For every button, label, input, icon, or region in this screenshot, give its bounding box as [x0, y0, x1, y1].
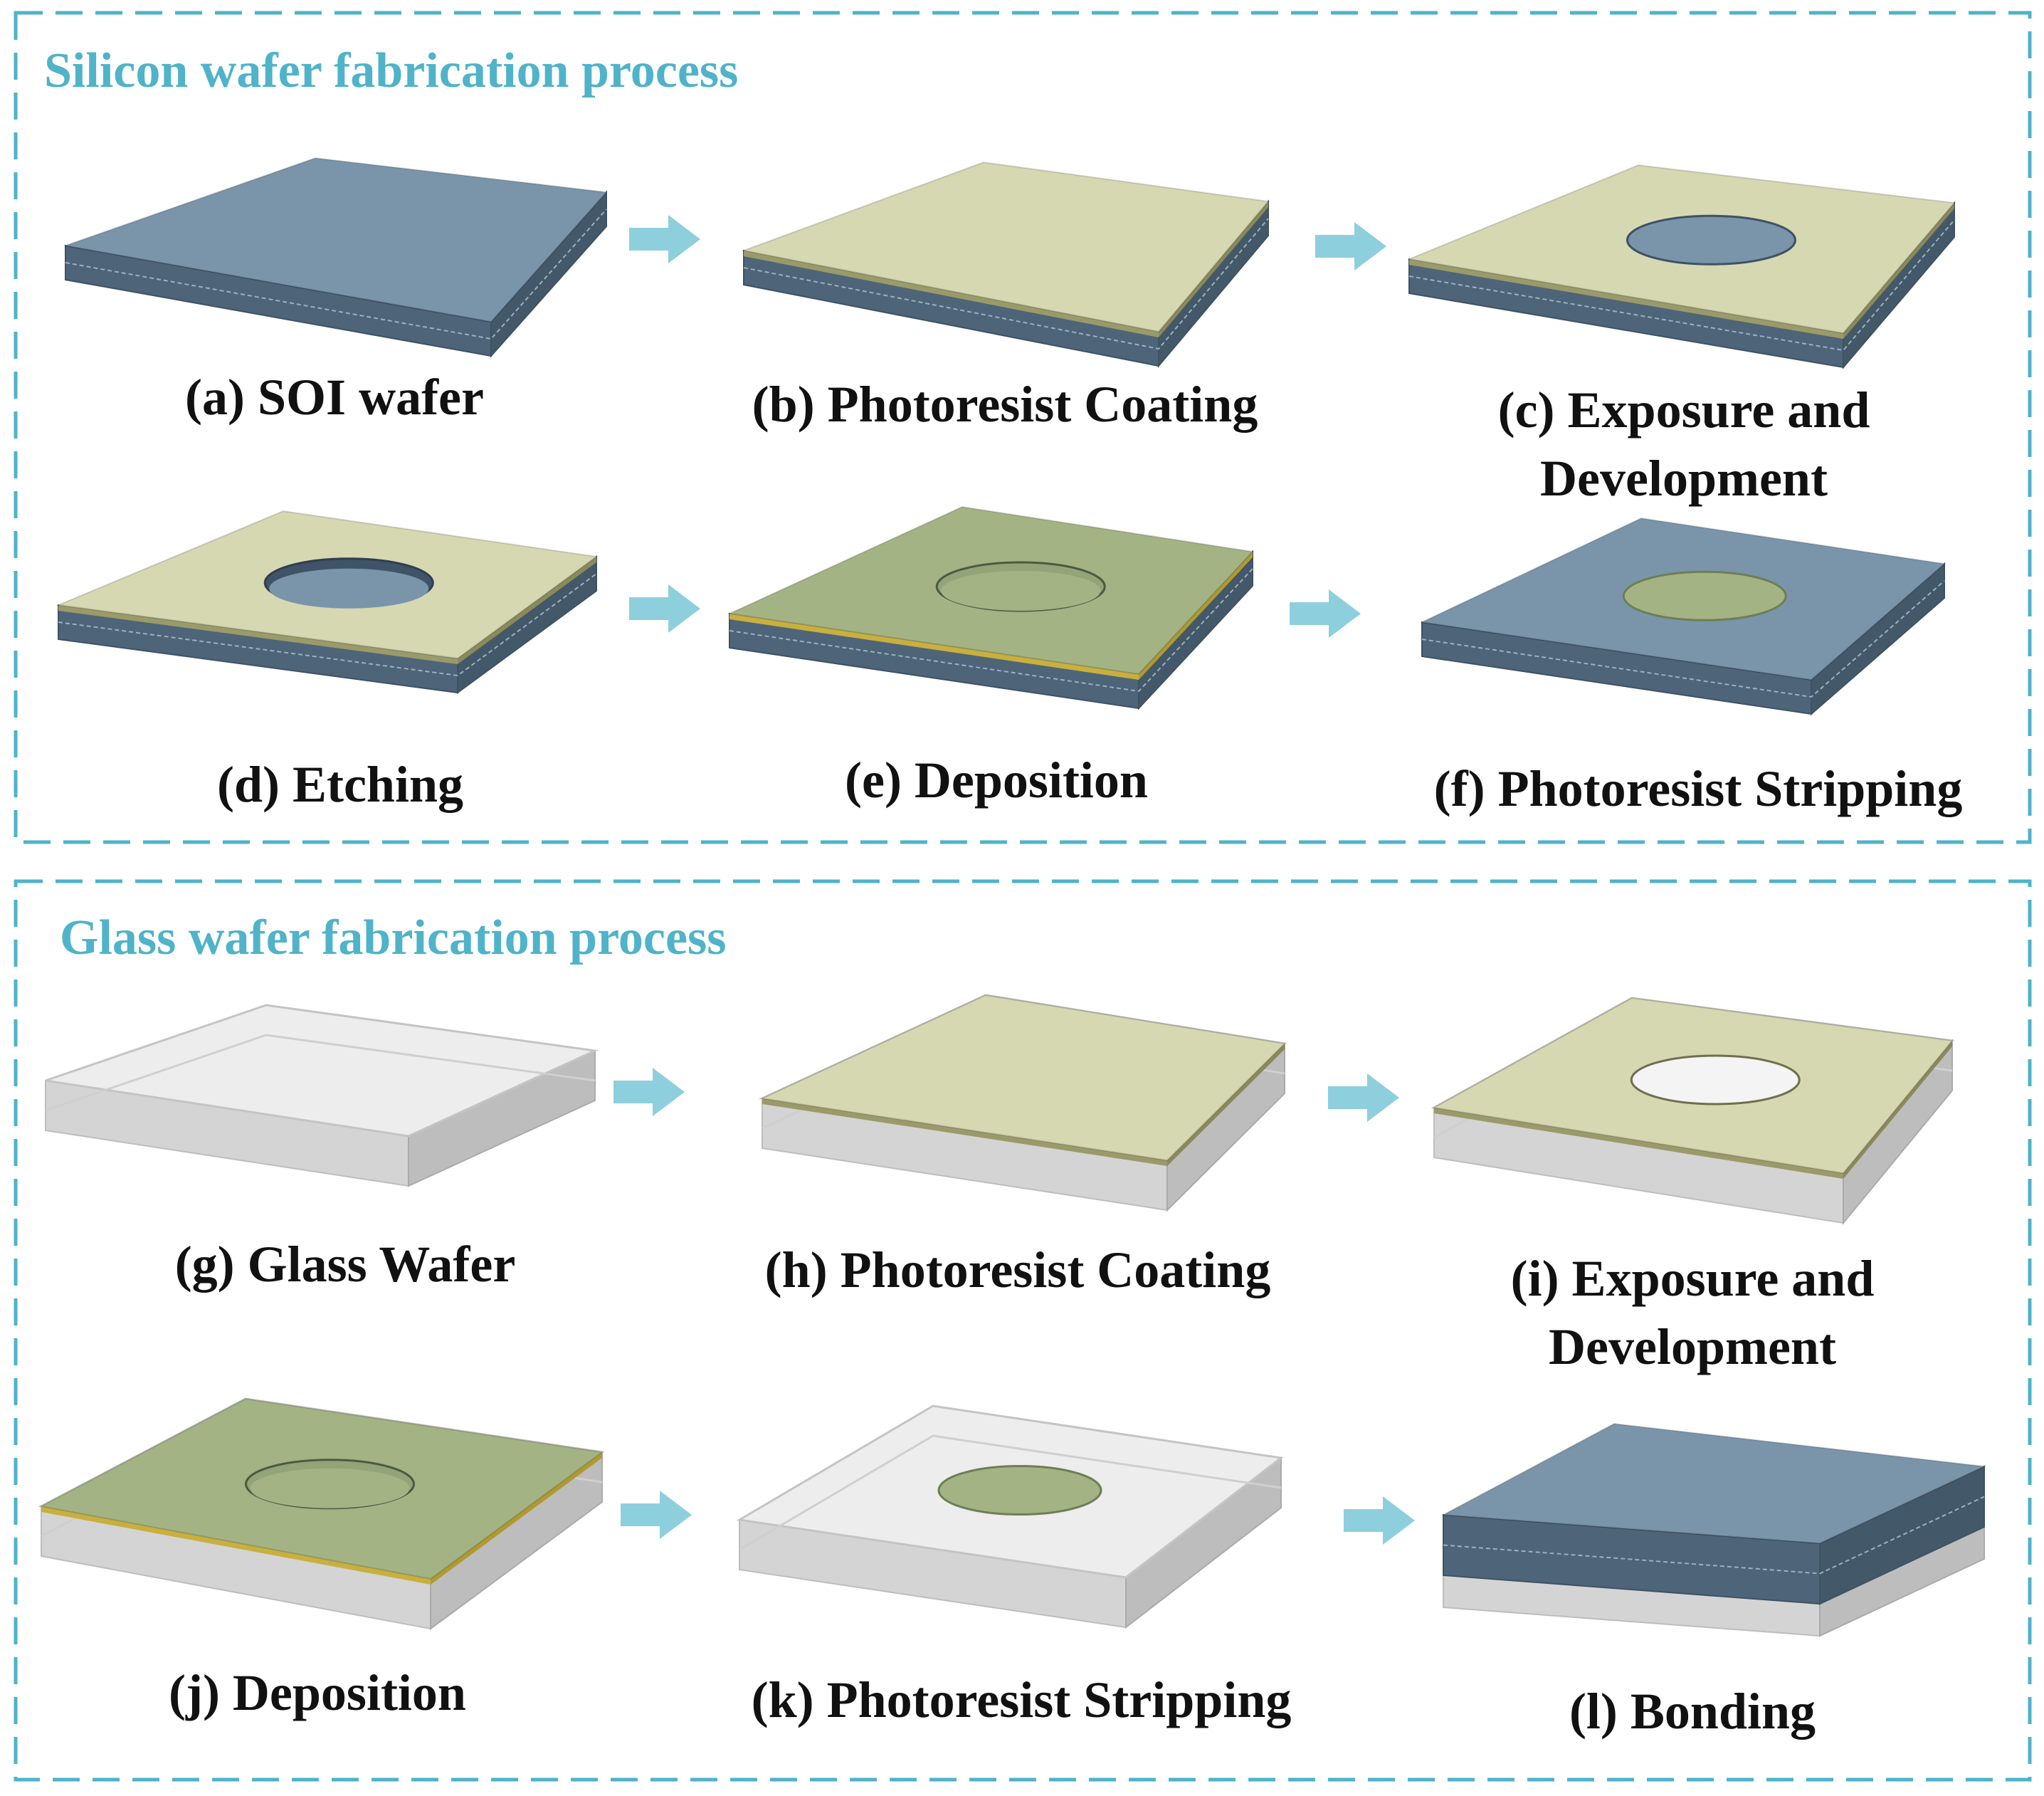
wafer-glass-resist [758, 994, 1287, 1212]
metal-in-opening [250, 1468, 410, 1508]
photoresist-layer [741, 161, 1270, 333]
process-arrow [629, 584, 700, 633]
wafer-glass-metal-pad [736, 1404, 1284, 1629]
step-label-line: (f) Photoresist Stripping [1434, 760, 1963, 817]
silicon-top-face [63, 157, 609, 323]
buried-oxide-line [58, 573, 597, 677]
process-arrow [1315, 222, 1386, 271]
metal-pad [1622, 570, 1787, 621]
process-arrows [613, 215, 1415, 1545]
layer-edge-right [1139, 552, 1253, 680]
step-label-k: (k) Photoresist Stripping [752, 1671, 1292, 1728]
layer-edge-right [1843, 1041, 1952, 1179]
layer-edge [1409, 259, 1843, 339]
step-label-g: (g) Glass Wafer [175, 1236, 516, 1293]
step-label-line: (h) Photoresist Coating [765, 1241, 1271, 1298]
exposed-opening [1630, 1054, 1801, 1106]
glass-section-frame [14, 879, 2032, 1782]
process-arrow [1344, 1496, 1415, 1545]
glass-inner-edge [45, 1034, 596, 1112]
buried-oxide-line [729, 568, 1253, 693]
wafer-illustrations [38, 157, 1987, 1637]
step-label-line: (c) Exposure and [1498, 382, 1870, 439]
silicon-right-face [1811, 562, 1945, 716]
process-arrow [621, 1491, 692, 1539]
step-label-line: (k) Photoresist Stripping [752, 1671, 1292, 1728]
wafer-soi-metal-pad [1419, 517, 1946, 716]
step-label-line: (e) Deposition [845, 752, 1148, 809]
wafer-soi-resist [741, 161, 1270, 368]
metal-in-opening [941, 571, 1101, 611]
wafer-bonded [1440, 1422, 1987, 1637]
layer-edge-right [431, 1452, 602, 1585]
arrow-shape [1344, 1496, 1415, 1545]
buried-oxide-line [1443, 1496, 1985, 1575]
layer-edge-right [1167, 1044, 1285, 1166]
arrow-shape [1328, 1073, 1399, 1122]
layer-edge [762, 1098, 1167, 1166]
step-label-line: (g) Glass Wafer [175, 1236, 516, 1293]
process-arrow [1290, 589, 1361, 638]
wafer-glass [45, 1004, 599, 1187]
silicon-top-face [1440, 1422, 1987, 1545]
step-label-line: (a) SOI wafer [185, 369, 484, 426]
step-label-l: (l) Bonding [1569, 1683, 1816, 1740]
layer-edge [58, 605, 458, 664]
process-arrow [613, 1068, 685, 1116]
metal-pad [937, 1465, 1102, 1516]
step-label-b: (b) Photoresist Coating [752, 376, 1258, 433]
glass-top-face [45, 1004, 599, 1138]
step-label-line: Development [1540, 450, 1828, 507]
layer-edge-right [458, 557, 596, 664]
process-arrow [1328, 1073, 1399, 1122]
arrow-shape [629, 584, 700, 633]
wafer-soi-metal [727, 505, 1255, 710]
wafer-glass-metal [38, 1397, 605, 1630]
arrow-shape [1290, 589, 1361, 638]
step-labels: (a) SOI wafer (b) Photoresist Coating (c) … [169, 369, 1962, 1740]
layer-edge-right [1843, 203, 1954, 339]
silicon-section-title: Silicon wafer fabrication process [44, 43, 738, 98]
etched-cavity-floor [269, 568, 429, 609]
step-label-d: (d) Etching [217, 756, 463, 813]
arrow-shape [629, 215, 700, 263]
wafer-soi-resist-hole [1406, 164, 1956, 369]
glass-section-title: Glass wafer fabrication process [60, 910, 727, 965]
process-arrow [629, 215, 700, 263]
wafer-glass-resist-hole [1431, 997, 1954, 1225]
arrow-shape [613, 1068, 685, 1116]
buried-oxide-line [743, 218, 1269, 350]
step-label-j: (j) Deposition [169, 1664, 466, 1721]
arrow-shape [621, 1491, 692, 1539]
arrow-shape [1315, 222, 1386, 271]
wafer-soi-resist-etched [56, 510, 599, 694]
step-label-e: (e) Deposition [845, 752, 1148, 809]
exposed-opening [1626, 214, 1796, 266]
layer-edge [41, 1506, 431, 1585]
step-label-line: (b) Photoresist Coating [752, 376, 1258, 433]
buried-oxide-line [1421, 580, 1945, 698]
step-label-line: (d) Etching [217, 756, 463, 813]
wafer-soi [63, 157, 609, 358]
layer-edge [1434, 1108, 1843, 1179]
silicon-section-frame [14, 11, 2032, 844]
layer-edge [729, 614, 1139, 680]
step-label-line: Development [1549, 1318, 1836, 1375]
buried-oxide-line [65, 209, 607, 340]
layer-edge-right [1159, 201, 1268, 337]
layer-edge [744, 251, 1159, 337]
photoresist-layer [759, 994, 1287, 1162]
step-label-line: (j) Deposition [169, 1664, 466, 1721]
step-label-a: (a) SOI wafer [185, 369, 484, 426]
step-label-f: (f) Photoresist Stripping [1434, 760, 1963, 817]
glass-inner-edge [739, 1434, 1282, 1551]
step-label-line: (l) Bonding [1569, 1683, 1816, 1740]
step-label-h: (h) Photoresist Coating [765, 1241, 1271, 1298]
step-label-line: (i) Exposure and [1511, 1250, 1875, 1307]
